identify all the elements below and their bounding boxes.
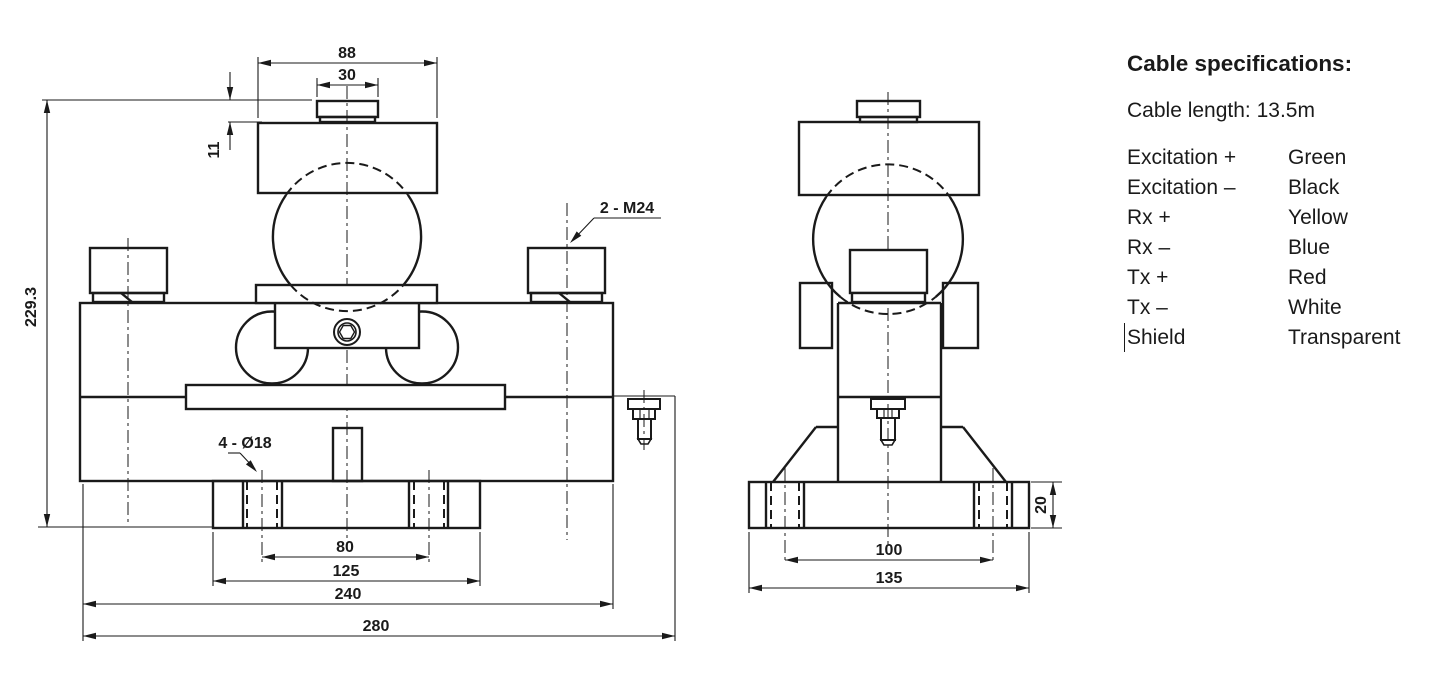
label-base-holes: 4 - Ø18 <box>218 435 272 472</box>
side-load-ball <box>812 163 964 315</box>
cable-specs-heading: Cable specifications: <box>1127 51 1353 76</box>
keeper-strip <box>184 383 507 411</box>
side-base-plate <box>747 480 1031 530</box>
dim-button-height: 11 <box>42 72 312 158</box>
side-load-button-band <box>858 115 919 124</box>
wire-signal: Tx + <box>1127 266 1169 289</box>
dim-button-width: 30 <box>316 67 379 97</box>
front-view-drawing: 88 30 11 229.3 <box>23 45 676 641</box>
side-right-block <box>941 281 980 350</box>
wire-row: Shield Transparent <box>1127 323 1439 353</box>
dim-text-20: 20 <box>1033 496 1050 514</box>
wire-color: Green <box>1288 146 1347 169</box>
dim-total-height: 229.3 <box>23 100 212 528</box>
dim-text-240: 240 <box>335 586 362 603</box>
wire-row: Excitation – Black <box>1127 173 1439 203</box>
label-text-4-o18: 4 - Ø18 <box>218 435 271 452</box>
side-cable-gland <box>870 398 906 446</box>
left-m24-block <box>88 246 169 304</box>
wire-signal: Excitation – <box>1127 176 1236 199</box>
wire-row: Tx + Red <box>1127 263 1439 293</box>
dim-text-80: 80 <box>336 539 354 556</box>
wire-signal: Rx – <box>1127 236 1171 259</box>
load-button-band <box>318 115 377 124</box>
dim-text-280: 280 <box>363 618 390 635</box>
dim-text-11: 11 <box>206 141 223 158</box>
side-ball-cup <box>848 248 929 295</box>
dim-plate-thickness-20: 20 <box>1031 481 1062 529</box>
side-left-block <box>798 281 834 350</box>
text-cursor-artifact <box>1124 323 1125 352</box>
wire-row: Rx – Blue <box>1127 233 1439 263</box>
side-top-cap <box>797 120 981 197</box>
wire-color: Red <box>1288 266 1327 289</box>
wire-signal: Shield <box>1127 326 1186 349</box>
cable-length-text: Cable length: 13.5m <box>1127 99 1315 122</box>
side-cup-band <box>850 291 927 304</box>
wire-row: Rx + Yellow <box>1127 203 1439 233</box>
dim-hole-spacing-80: 80 <box>262 539 429 561</box>
side-column <box>772 301 1007 483</box>
dim-side-hole-spacing-100: 100 <box>785 542 993 564</box>
dim-overall-width-280: 280 <box>83 396 676 641</box>
dim-side-base-width-135: 135 <box>748 532 1030 593</box>
wire-signal: Tx – <box>1127 296 1168 319</box>
cable-specifications-panel: Cable specifications: Cable length: 13.5… <box>1124 51 1439 353</box>
wire-signal: Excitation + <box>1127 146 1237 169</box>
dim-text-88: 88 <box>338 45 356 62</box>
dim-text-135: 135 <box>876 570 903 587</box>
wire-color: Transparent <box>1288 326 1401 349</box>
dim-body-width-240: 240 <box>82 484 614 641</box>
side-view-drawing: 100 135 20 <box>747 92 1062 593</box>
wire-color: Blue <box>1288 236 1331 259</box>
dim-text-100: 100 <box>876 542 903 559</box>
cup-flange <box>254 283 439 305</box>
wire-color: Black <box>1288 176 1340 199</box>
wire-row: Excitation + Green <box>1127 143 1439 173</box>
wire-color: Yellow <box>1288 206 1348 229</box>
base-plate <box>211 479 482 530</box>
wire-signal: Rx + <box>1127 206 1171 229</box>
dim-text-30: 30 <box>338 67 356 84</box>
label-text-2-m24: 2 - M24 <box>600 200 654 217</box>
hex-socket-screw <box>333 318 361 346</box>
dim-cap-width: 88 <box>257 45 438 118</box>
dim-text-229-3: 229.3 <box>23 287 40 327</box>
dim-base-width-125: 125 <box>212 532 481 586</box>
load-ball <box>271 161 423 313</box>
wire-row: Tx – White <box>1127 293 1439 323</box>
cable-gland <box>627 398 661 445</box>
wire-color-table: Excitation + Green Excitation – Black Rx… <box>1127 143 1439 353</box>
label-m24-bolts: 2 - M24 <box>570 200 661 243</box>
right-m24-block <box>526 246 607 304</box>
wire-color: White <box>1288 296 1342 319</box>
dim-text-125: 125 <box>333 563 360 580</box>
